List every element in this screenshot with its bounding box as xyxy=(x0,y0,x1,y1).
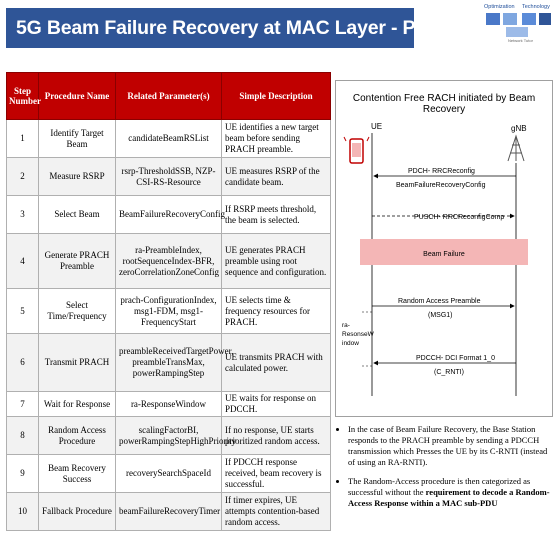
cell-procedure: Fallback Procedure xyxy=(38,492,116,531)
logo-line-1: Optimization xyxy=(484,4,515,10)
table-row: 5 Select Time/Frequency prach-Configurat… xyxy=(6,288,331,334)
cell-description: UE measures RSRP of the candidate beam. xyxy=(221,157,331,196)
cell-parameters: beamFailureRecoveryTimer xyxy=(115,492,222,531)
cell-description: UE identifies a new target beam before s… xyxy=(221,119,331,158)
cell-parameters: scalingFactorBI, powerRampingStepHighPri… xyxy=(115,416,236,455)
cell-step: 6 xyxy=(6,333,39,392)
cell-step: 1 xyxy=(6,119,39,158)
diagram-title: Contention Free RACH initiated by Beam R… xyxy=(352,93,536,115)
table-row: 6 Transmit PRACH preambleReceivedTargetP… xyxy=(6,333,331,392)
note-2-text: The Random-Access procedure is then cate… xyxy=(348,476,531,497)
table-row: 2 Measure RSRP rsrp-ThresholdSSB, NZP-CS… xyxy=(6,157,331,196)
cell-description: If timer expires, UE attempts contention… xyxy=(221,492,331,531)
beam-failure-label: Beam Failure xyxy=(423,251,465,258)
cell-description: UE waits for response on PDCCH. xyxy=(221,391,331,417)
table-row: 8 Random Access Procedure scalingFactorB… xyxy=(6,416,331,455)
logo-line-2: Technology xyxy=(522,4,550,10)
gnb-label: gNB xyxy=(511,124,527,133)
window-label-2: ResonseW xyxy=(342,331,375,338)
cell-description: UE generates PRACH preamble using root s… xyxy=(221,233,331,289)
table-row: 1 Identify Target Beam candidateBeamRSLi… xyxy=(6,119,331,158)
header-related-parameters: Related Parameter(s) xyxy=(115,72,222,120)
msg-rrc-complete-label: PUSCH- RRCReconfigComp xyxy=(414,214,504,221)
cell-description: UE selects time & frequency resources fo… xyxy=(221,288,331,334)
note-item: In the case of Beam Failure Recovery, th… xyxy=(348,424,554,468)
note-1-text: In the case of Beam Failure Recovery, th… xyxy=(348,424,548,467)
notes-section: In the case of Beam Failure Recovery, th… xyxy=(336,424,554,517)
cell-parameters: recoverySearchSpaceId xyxy=(115,454,222,493)
note-item: The Random-Access procedure is then cate… xyxy=(348,476,554,509)
site-logo: Optimization Technology Network Tutor xyxy=(482,2,554,46)
msg-preamble-label: Random Access Preamble xyxy=(398,298,481,305)
logo-graphic-icon xyxy=(486,13,551,37)
cell-parameters: BeamFailureRecoveryConfig xyxy=(115,195,225,234)
cell-step: 7 xyxy=(6,391,39,417)
cell-step: 9 xyxy=(6,454,39,493)
cell-parameters: candidateBeamRSList xyxy=(115,119,222,158)
cell-parameters: rsrp-ThresholdSSB, NZP-CSI-RS-Resource xyxy=(115,157,222,196)
cell-parameters: ra-ResponseWindow xyxy=(115,391,222,417)
cell-parameters: prach-ConfigurationIndex, msg1-FDM, msg1… xyxy=(115,288,222,334)
note-2-bold-text: requirement to decode a Random-Access Re… xyxy=(348,487,550,508)
cell-step: 5 xyxy=(6,288,39,334)
table-row: 10 Fallback Procedure beamFailureRecover… xyxy=(6,492,331,531)
sequence-diagram-panel: Contention Free RACH initiated by Beam R… xyxy=(335,80,553,417)
header-procedure-name: Procedure Name xyxy=(38,72,116,120)
header-step-number: Step Number xyxy=(6,72,41,120)
msg-preamble-sub-label: (MSG1) xyxy=(428,312,453,319)
msg-rrc-reconfig-label: PDCH- RRCReconfig xyxy=(408,168,475,175)
cell-procedure: Generate PRACH Preamble xyxy=(38,233,116,289)
cell-procedure: Transmit PRACH xyxy=(38,333,116,392)
cell-description: UE transmits PRACH with calculated power… xyxy=(221,333,331,392)
cell-step: 4 xyxy=(6,233,39,289)
cell-description: If no response, UE starts prioritized ra… xyxy=(221,416,331,455)
table-row: 7 Wait for Response ra-ResponseWindow UE… xyxy=(6,391,331,417)
ue-label: UE xyxy=(371,122,382,131)
antenna-icon xyxy=(507,134,525,162)
cell-step: 2 xyxy=(6,157,39,196)
cell-procedure: Select Beam xyxy=(38,195,116,234)
cell-step: 3 xyxy=(6,195,39,234)
msg-pdcch-sub-label: (C_RNTI) xyxy=(434,369,464,376)
window-label-1: ra- xyxy=(342,322,350,329)
cell-parameters: preambleReceivedTargetPower, preambleTra… xyxy=(115,333,234,392)
table-row: 3 Select Beam BeamFailureRecoveryConfig … xyxy=(6,195,331,234)
page-title: 5G Beam Failure Recovery at MAC Layer - … xyxy=(6,8,497,48)
cell-procedure: Wait for Response xyxy=(38,391,116,417)
cell-step: 10 xyxy=(6,492,39,531)
cell-description: If PDCCH response received, beam recover… xyxy=(221,454,331,493)
logo-caption: Network Tutor xyxy=(508,38,533,43)
cell-parameters: ra-PreambleIndex, rootSequenceIndex-BFR,… xyxy=(115,233,222,289)
cell-procedure: Select Time/Frequency xyxy=(38,288,116,334)
window-label-3: indow xyxy=(342,340,359,347)
cell-step: 8 xyxy=(6,416,39,455)
header-simple-description: Simple Description xyxy=(221,72,331,120)
table-row: 4 Generate PRACH Preamble ra-PreambleInd… xyxy=(6,233,331,289)
cell-description: If RSRP meets threshold, the beam is sel… xyxy=(221,195,331,234)
procedure-table: Step Number Procedure Name Related Param… xyxy=(6,72,331,531)
beam-failure-band xyxy=(360,239,528,265)
cell-procedure: Identify Target Beam xyxy=(38,119,116,158)
msg-pdcch-label: PDCCH- DCI Format 1_0 xyxy=(416,355,495,362)
cell-procedure: Random Access Procedure xyxy=(38,416,116,455)
table-row: 9 Beam Recovery Success recoverySearchSp… xyxy=(6,454,331,493)
table-header-row: Step Number Procedure Name Related Param… xyxy=(6,72,331,120)
phone-icon xyxy=(343,136,370,164)
cell-procedure: Beam Recovery Success xyxy=(38,454,116,493)
msg-bfr-config-label: BeamFailureRecoveryConfig xyxy=(396,182,486,189)
cell-procedure: Measure RSRP xyxy=(38,157,116,196)
